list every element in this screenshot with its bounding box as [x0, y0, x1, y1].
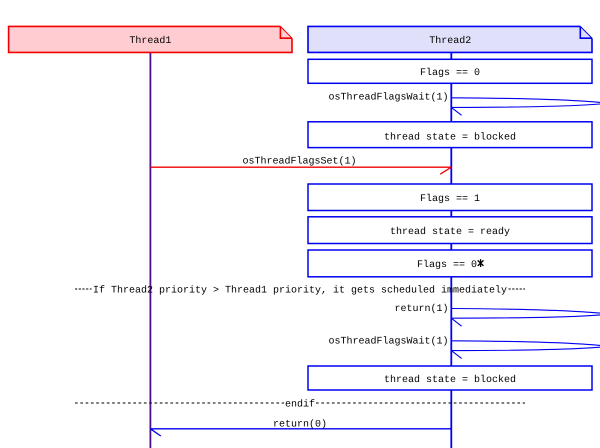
svg-text:thread state = blocked: thread state = blocked: [384, 131, 516, 143]
svg-text:thread state = blocked: thread state = blocked: [384, 374, 516, 386]
svg-text:osThreadFlagsWait(1): osThreadFlagsWait(1): [328, 92, 448, 104]
svg-text:Flags == 1: Flags == 1: [420, 193, 480, 205]
svg-text:thread state = ready: thread state = ready: [390, 226, 510, 238]
svg-text:Flags == 0: Flags == 0: [420, 67, 480, 79]
svg-text:Flags == 0: Flags == 0: [417, 259, 477, 271]
svg-text:osThreadFlagsWait(1): osThreadFlagsWait(1): [328, 336, 448, 348]
svg-text:If Thread2 priority > Thread1: If Thread2 priority > Thread1 priority, …: [93, 285, 507, 297]
svg-text:return(0): return(0): [273, 418, 327, 430]
svg-text:endif: endif: [285, 399, 315, 411]
svg-text:Thread2: Thread2: [429, 35, 471, 47]
svg-text:return(1): return(1): [394, 303, 448, 315]
svg-text:Thread1: Thread1: [129, 35, 171, 47]
svg-text:osThreadFlagsSet(1): osThreadFlagsSet(1): [242, 155, 356, 167]
